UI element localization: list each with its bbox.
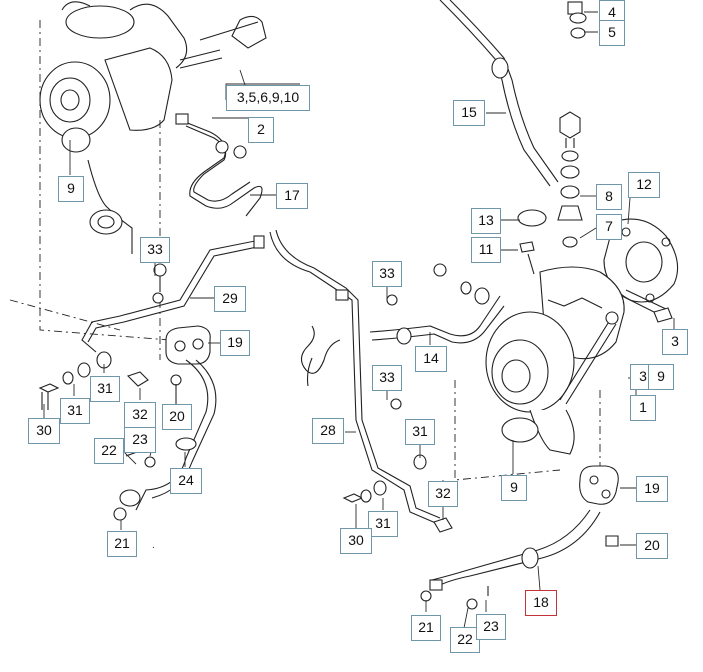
gasket-19-left [165, 325, 211, 365]
callout-11: 11 [471, 237, 501, 263]
callout-29: 29 [214, 286, 246, 312]
callout-32-left: 32 [124, 402, 156, 428]
pipe-28 [269, 229, 441, 525]
callout-21-left: 21 [107, 531, 137, 557]
callout-8: 8 [596, 184, 622, 210]
callout-7: 7 [596, 214, 622, 240]
callout-28: 28 [312, 418, 344, 444]
callout-33-b: 33 [372, 261, 402, 287]
callout-32-mid: 32 [428, 481, 458, 507]
callout-9-of-3-9: 9 [648, 364, 674, 390]
callout-19-right: 19 [636, 476, 668, 502]
callout-15: 15 [453, 100, 485, 126]
oil-return-pipe-24 [113, 359, 217, 521]
callout-20-right: 20 [636, 533, 668, 559]
callout-33-a: 33 [140, 237, 170, 263]
callout-21-right: 21 [411, 615, 441, 641]
callout-14: 14 [415, 346, 447, 372]
callout-3-5-6-9-10: 3,5,6,9,10 [226, 85, 310, 111]
callout-9-left: 9 [58, 176, 84, 202]
callout-22-right: 22 [450, 627, 480, 653]
right-turbocharger [485, 266, 673, 455]
callout-31-low: 31 [368, 511, 398, 537]
callout-22-left: 22 [94, 438, 124, 464]
callout-23-left: 23 [124, 427, 156, 453]
callout-31-left-a: 31 [60, 398, 90, 424]
callout-33-c: 33 [372, 365, 402, 391]
callout-23-right: 23 [476, 614, 506, 640]
gasket-12 [603, 218, 679, 303]
callout-12: 12 [628, 172, 660, 198]
svg-text:.: . [152, 540, 155, 551]
callout-31-left-b: 31 [90, 376, 120, 402]
callout-13: 13 [471, 208, 501, 234]
callout-17: 17 [276, 183, 308, 209]
callout-24: 24 [170, 468, 202, 494]
callout-2: 2 [248, 117, 274, 143]
callout-20-left: 20 [162, 404, 192, 430]
callout-30-low: 30 [340, 528, 372, 554]
callout-5: 5 [599, 20, 625, 46]
callout-9-right: 9 [501, 475, 527, 501]
fitting-stack [557, 111, 583, 248]
pipe-14 [369, 281, 505, 345]
oil-line-17 [175, 113, 263, 217]
callout-19-left: 19 [220, 330, 250, 356]
callout-30-left: 30 [28, 418, 60, 444]
left-turbocharger [39, 1, 267, 254]
callout-3-right: 3 [662, 329, 688, 355]
callout-18: 18 [525, 590, 557, 616]
return-pipe-18 [429, 465, 619, 591]
callout-1: 1 [630, 395, 656, 421]
callout-31-mid: 31 [405, 419, 435, 445]
